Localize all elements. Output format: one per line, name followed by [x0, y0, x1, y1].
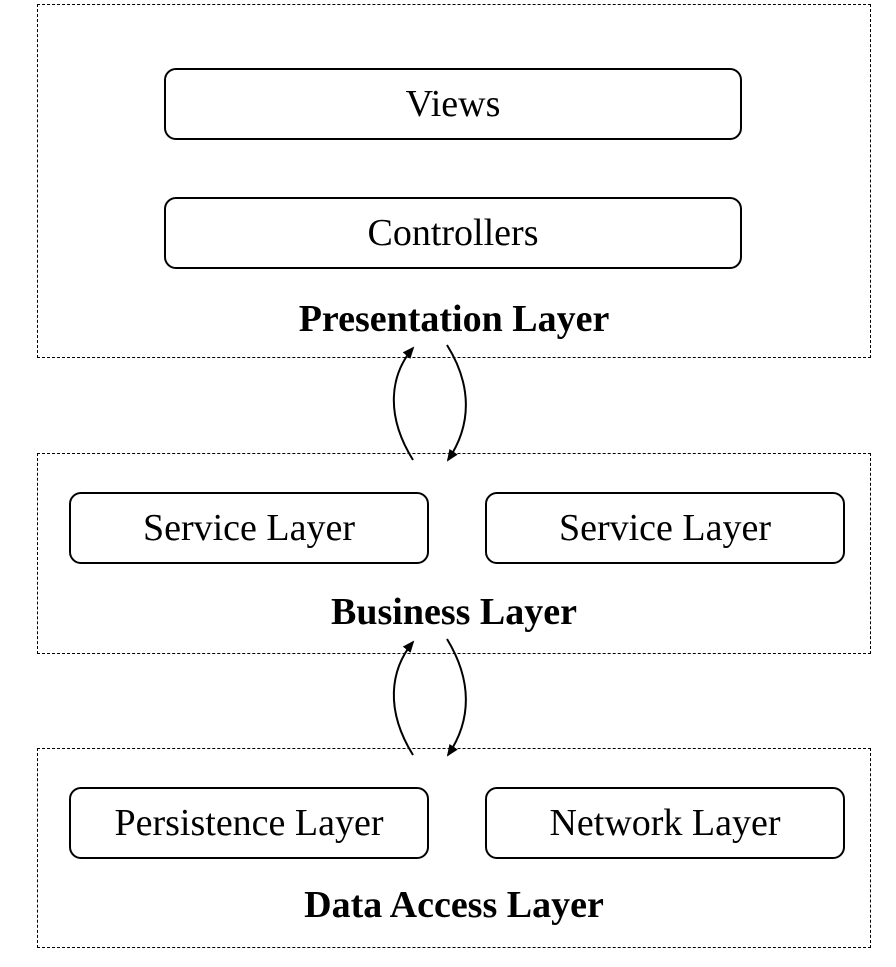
data-access-layer: Persistence Layer Network Layer Data Acc… [37, 748, 871, 948]
views-box: Views [164, 68, 742, 140]
service-layer-box-1: Service Layer [69, 492, 429, 564]
business-layer: Service Layer Service Layer Business Lay… [37, 453, 871, 654]
presentation-layer: Views Controllers Presentation Layer [37, 4, 871, 358]
controllers-box: Controllers [164, 197, 742, 269]
data-access-layer-title: Data Access Layer [304, 884, 604, 926]
network-layer-box: Network Layer [485, 787, 845, 859]
arrow-up-data-to-business [392, 640, 415, 756]
service-layer-box-2: Service Layer [485, 492, 845, 564]
arrow-down-business-to-data [446, 638, 467, 757]
arrow-down-presentation-to-business [446, 344, 467, 462]
business-layer-title: Business Layer [331, 591, 577, 633]
persistence-layer-box: Persistence Layer [69, 787, 429, 859]
presentation-layer-title: Presentation Layer [298, 298, 610, 340]
arrow-up-business-to-presentation [392, 346, 415, 461]
